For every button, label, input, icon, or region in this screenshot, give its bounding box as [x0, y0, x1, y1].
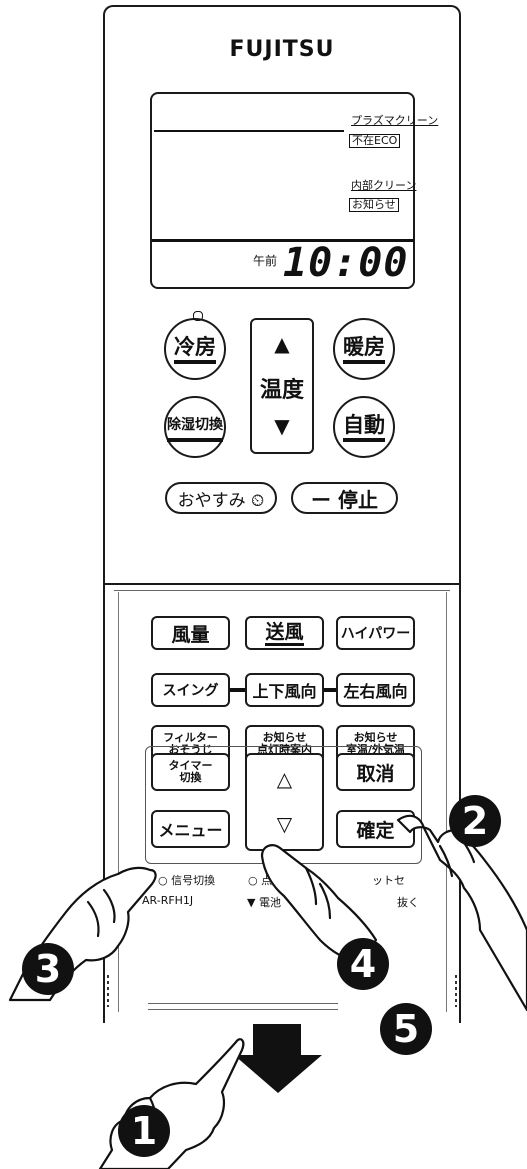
cool-button-label: 冷房 — [174, 334, 216, 364]
high-power-button[interactable]: ハイパワー — [336, 616, 415, 650]
model-number: AR-RFH1J — [142, 894, 194, 907]
temp-up-button[interactable]: ▲ — [274, 332, 290, 356]
lcd-divider-bottom — [152, 239, 414, 242]
fan-only-button[interactable]: 送風 — [245, 616, 324, 650]
cover-rail-right — [446, 592, 447, 1012]
cool-button[interactable]: 冷房 — [164, 318, 226, 380]
hand-step45-icon — [260, 844, 378, 964]
lcd-clock: 10:00 — [283, 240, 409, 286]
menu-label: メニュー — [158, 821, 223, 840]
fan-speed-label: 風量 — [171, 623, 210, 646]
dehumid-button-label: 除湿切換 — [167, 412, 223, 442]
stop-button-label: ー 停止 — [311, 487, 378, 512]
vertical-direction-button[interactable]: 上下風向 — [245, 673, 324, 707]
auto-button-label: 自動 — [343, 412, 385, 442]
temperature-control: ▲ 温度 ▼ — [250, 318, 314, 454]
swing-label: スイング — [162, 683, 219, 699]
temp-label: 温度 — [259, 378, 304, 403]
slide-arrow-shaft — [253, 1024, 301, 1056]
cool-indicator-icon — [193, 311, 203, 321]
hand-step1-icon — [98, 1038, 245, 1169]
menu-button[interactable]: メニュー — [151, 810, 230, 848]
step-1-marker: 1 — [118, 1105, 170, 1157]
heat-button[interactable]: 暖房 — [333, 318, 395, 380]
step-4-marker: 4 — [337, 938, 389, 990]
signal-switch-label[interactable]: ○ 信号切換 — [158, 874, 216, 887]
slide-down-arrow-icon — [234, 1055, 322, 1093]
lcd-tag-fuzai-eco: 不在ECO — [349, 134, 401, 148]
sleep-button[interactable]: おやすみ ⏲ — [165, 482, 277, 514]
high-power-label: ハイパワー — [340, 626, 411, 642]
notice-light-label-1: お知らせ — [262, 731, 307, 744]
step-3-marker: 3 — [22, 943, 74, 995]
direction-link — [324, 688, 336, 692]
heat-button-label: 暖房 — [343, 334, 385, 364]
horizontal-direction-label: 左右風向 — [343, 682, 408, 701]
step-2-marker: 2 — [449, 795, 501, 847]
confirm-label: 確定 — [356, 819, 395, 842]
lcd-tag-plasma: プラズマクリーン — [351, 114, 439, 127]
horizontal-direction-button[interactable]: 左右風向 — [336, 673, 415, 707]
light-label: ○ 点 — [248, 874, 273, 887]
stop-button[interactable]: ー 停止 — [291, 482, 398, 514]
temp-down-button[interactable]: ▼ — [274, 414, 290, 438]
auto-button[interactable]: 自動 — [333, 396, 395, 458]
fan-speed-button[interactable]: 風量 — [151, 616, 230, 650]
lcd-tag-naibu-clean: 内部クリーン — [351, 179, 417, 192]
arrow-down-button[interactable]: ▽ — [276, 812, 293, 836]
arrow-up-button[interactable]: △ — [276, 767, 293, 791]
lcd-display — [150, 92, 415, 289]
fan-only-label: 送風 — [265, 621, 304, 646]
brand-logo: FUJITSU — [229, 37, 335, 62]
hand-step2-icon — [396, 814, 527, 1012]
timer-label-1: タイマー — [168, 759, 213, 772]
step-5-marker: 5 — [380, 1003, 432, 1055]
timer-label-2: 切換 — [179, 771, 202, 784]
cancel-label: 取消 — [356, 762, 395, 785]
swing-link — [230, 688, 245, 692]
lcd-tag-oshirase: お知らせ — [349, 198, 399, 212]
confirm-button[interactable]: 確定 — [336, 810, 415, 848]
notice-temp-label-1: お知らせ — [353, 731, 398, 744]
battery-label: ▼ 電池 — [247, 896, 281, 909]
sleep-button-label: おやすみ ⏲ — [177, 490, 265, 511]
battery-cover-line — [148, 1003, 338, 1004]
cover-rail-left — [118, 592, 119, 1012]
grip-left — [107, 975, 109, 1007]
filter-label-1: フィルター — [163, 731, 218, 744]
grip-right — [455, 975, 457, 1007]
cancel-button[interactable]: 取消 — [336, 753, 415, 791]
dehumid-button[interactable]: 除湿切換 — [164, 396, 226, 458]
lcd-am-label: 午前 — [253, 254, 278, 268]
pull-label: 抜く — [397, 896, 419, 909]
timer-switch-button[interactable]: タイマー 切換 — [151, 753, 230, 791]
cover-edge — [114, 590, 450, 597]
swing-button[interactable]: スイング — [151, 673, 230, 707]
lcd-divider-top — [154, 130, 344, 132]
reset-label: ットセ — [372, 874, 405, 887]
arrow-pad: △ ▽ — [245, 753, 324, 851]
vertical-direction-label: 上下風向 — [252, 682, 317, 701]
battery-cover-line-2 — [148, 1009, 338, 1010]
